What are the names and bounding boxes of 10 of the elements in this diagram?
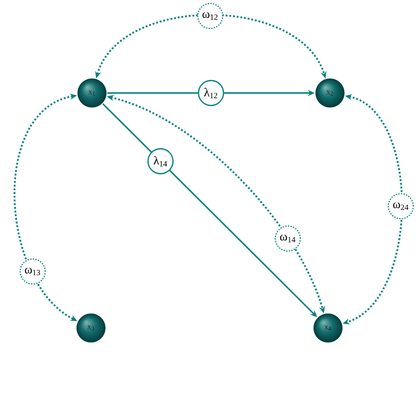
edge-label: ω$_{12}$	[197, 2, 224, 30]
sphere: x$_{2}$	[316, 78, 344, 108]
edge-label: ω$_{13}$	[20, 258, 46, 285]
sphere: x$_{1}$	[78, 78, 106, 108]
edge-label: λ$_{14}$	[147, 148, 174, 174]
edge-label: ω$_{24}$	[388, 193, 414, 220]
sphere: x$_{3}$	[76, 314, 106, 342]
sphere: x$_{4}$	[314, 314, 342, 342]
edge-label: λ$_{12}$	[198, 80, 224, 106]
edge-label: ω$_{14}$	[274, 225, 301, 252]
